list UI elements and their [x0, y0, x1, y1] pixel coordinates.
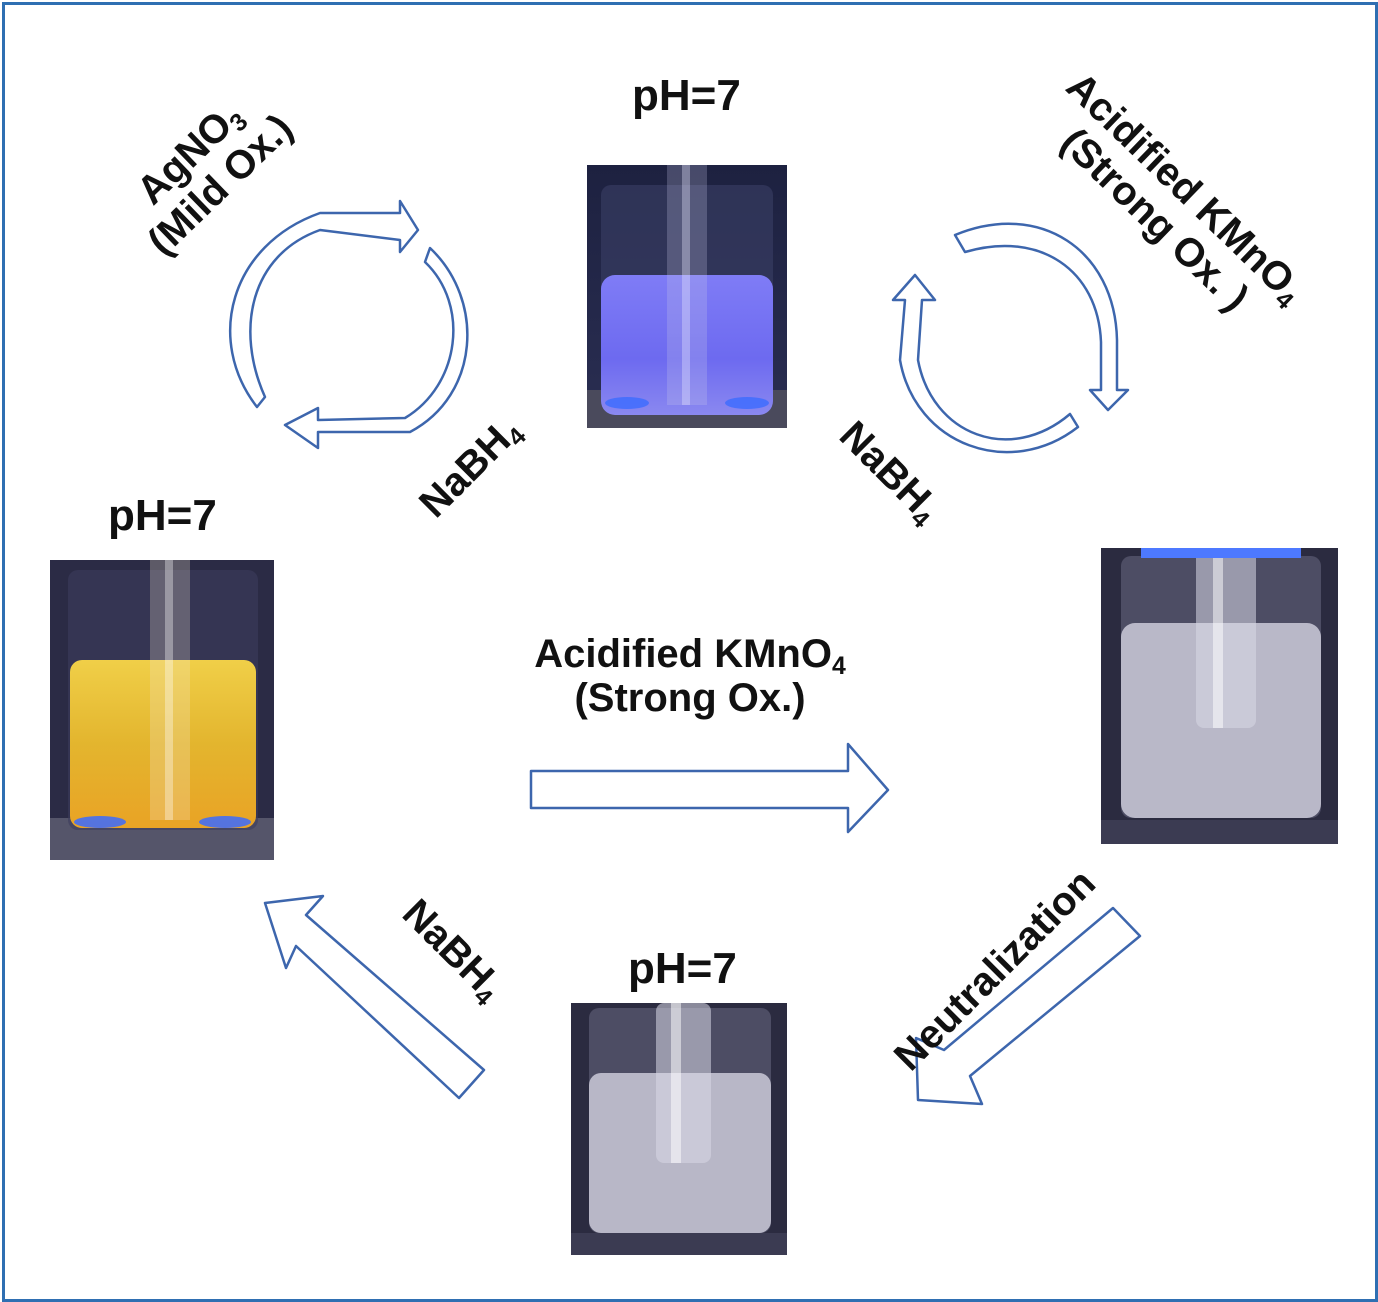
cycle-arrow-right-top [953, 222, 1130, 412]
kmno4-label-center: Acidified KMnO4 (Strong Ox.) [470, 632, 910, 720]
arrow-nabh4-bottom [263, 894, 486, 1100]
strong-ox-text: (Strong Ox.) [574, 676, 806, 720]
cycle-arrow-left-top [228, 199, 420, 409]
photo-clear-vial-bottom [571, 1003, 787, 1255]
photo-yellow-vial [50, 560, 274, 860]
ph-label-left: pH=7 [108, 491, 217, 540]
cycle-arrow-left-right [283, 246, 469, 450]
ph-label-bottom: pH=7 [628, 944, 737, 993]
acidified-kmno4-text: Acidified KMnO [534, 632, 832, 676]
kmno4-subscript: 4 [831, 652, 846, 680]
arrow-right-horizontal [529, 742, 890, 834]
photo-blue-vial [587, 165, 787, 428]
arrow-neutralization [914, 906, 1142, 1106]
cycle-arrow-right-bottom [891, 273, 1080, 454]
ph-label-top: pH=7 [632, 71, 741, 120]
photo-clear-vial-right [1101, 548, 1338, 844]
